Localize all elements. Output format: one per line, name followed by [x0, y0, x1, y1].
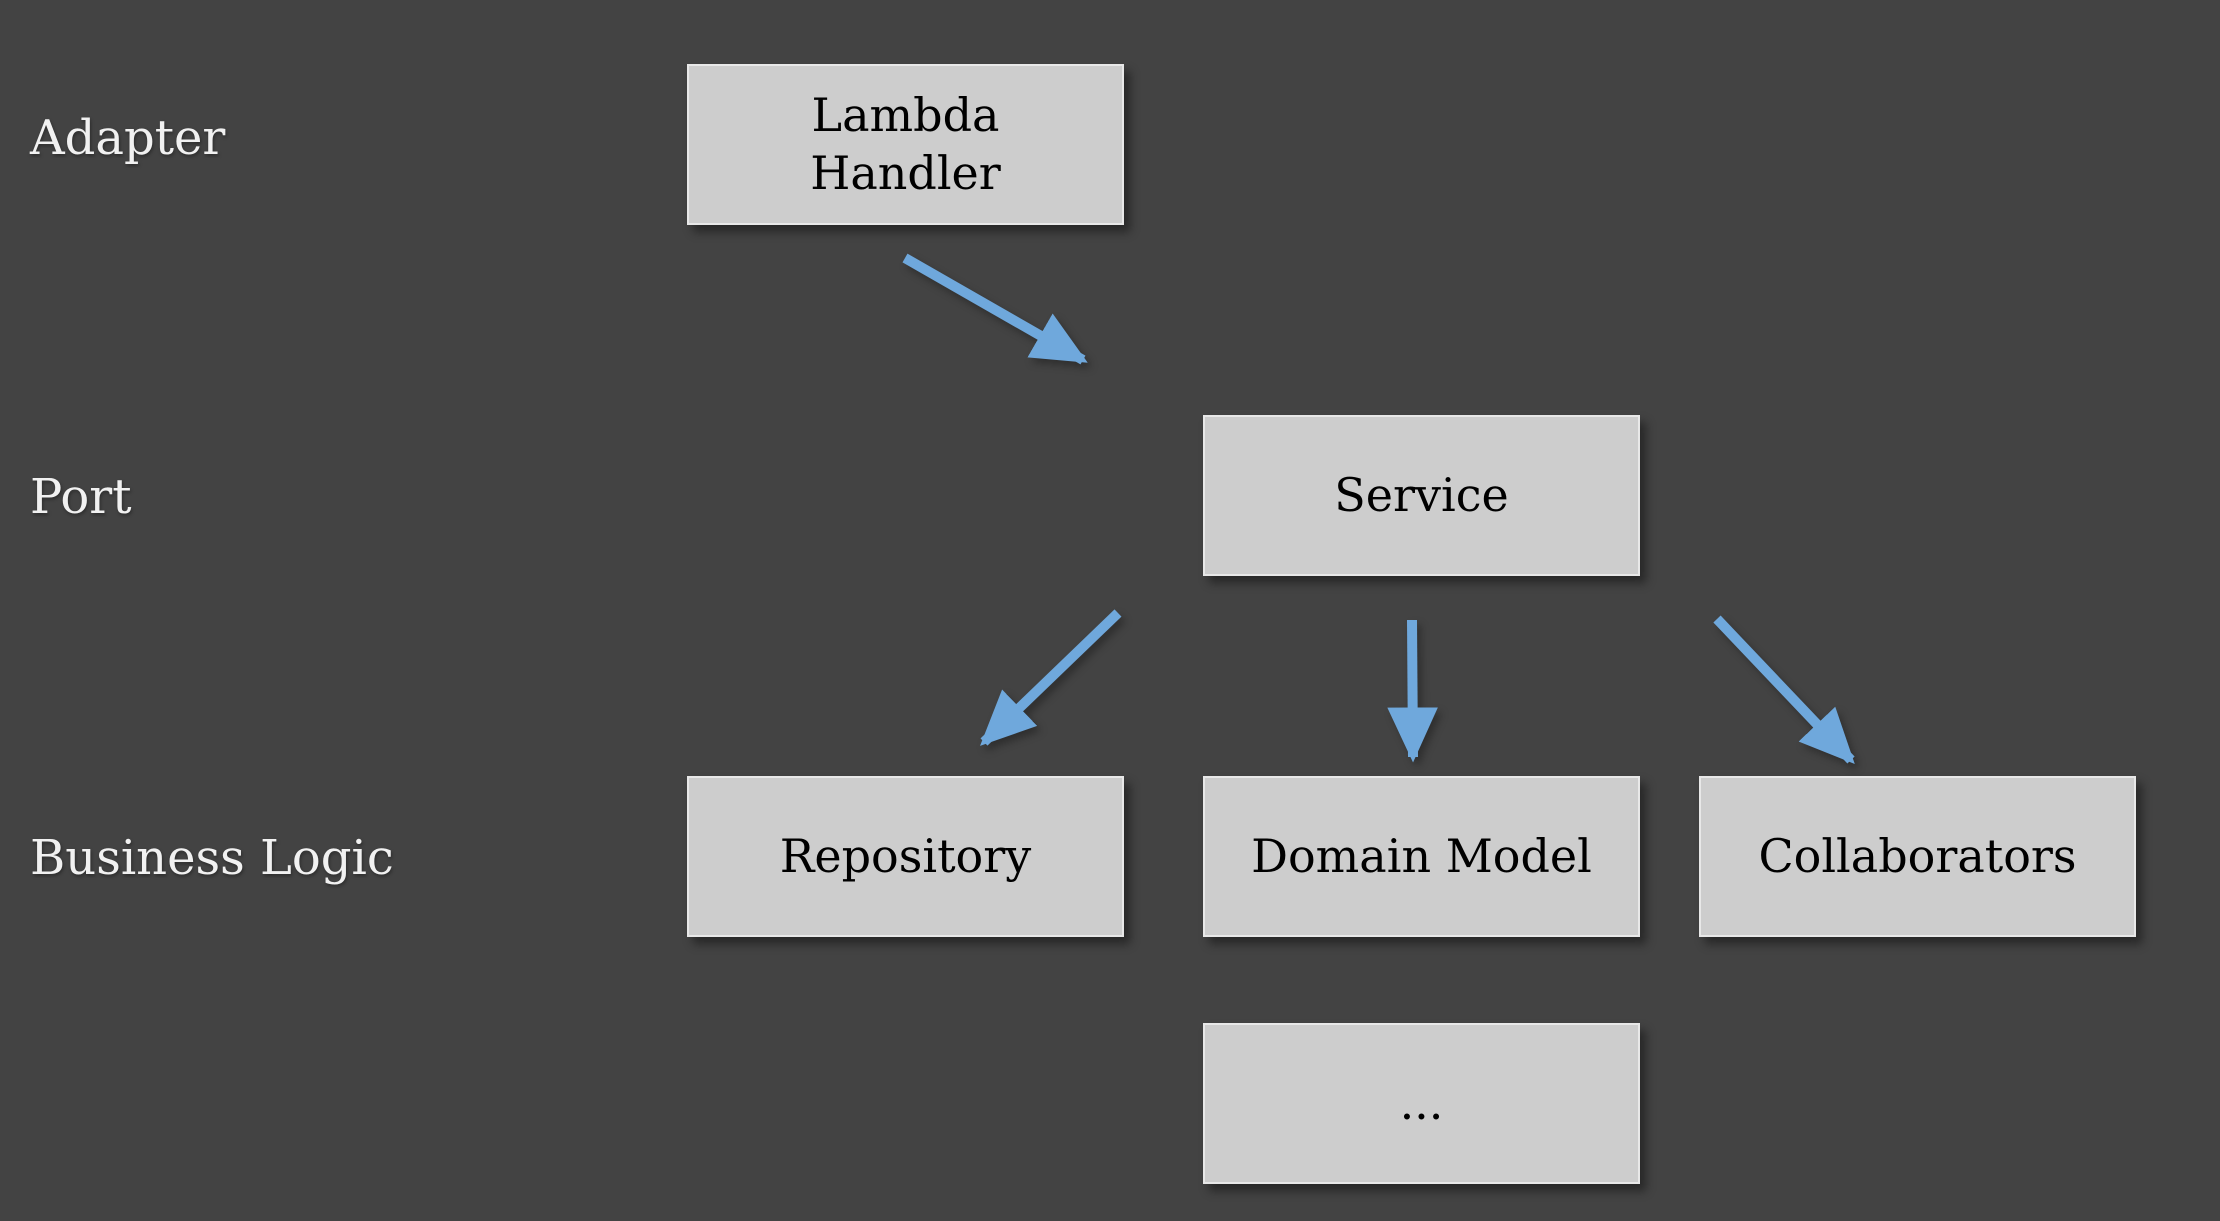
arrow-lambda-handler-to-service: [902, 253, 1088, 365]
node-repository: Repository: [687, 776, 1124, 937]
arrow-service-to-repository: [980, 609, 1122, 746]
arrow-service-to-collaborators: [1713, 615, 1855, 764]
node-collaborators-label: Collaborators: [1758, 828, 2077, 883]
node-ellipsis-label: ...: [1399, 1075, 1444, 1130]
row-label-adapter: Adapter: [30, 110, 226, 166]
node-lambda-handler: Lambda Handler: [687, 64, 1124, 225]
row-label-business-logic: Business Logic: [30, 830, 394, 886]
node-lambda-handler-label: Lambda Handler: [810, 88, 1001, 200]
node-service-label: Service: [1334, 467, 1509, 522]
node-domain-model: Domain Model: [1203, 776, 1640, 937]
node-ellipsis: ...: [1203, 1023, 1640, 1184]
node-domain-model-label: Domain Model: [1251, 828, 1592, 883]
arrow-service-to-domain-model: [1387, 619, 1438, 763]
row-label-port: Port: [30, 469, 132, 525]
node-service: Service: [1203, 415, 1640, 576]
node-repository-label: Repository: [779, 828, 1032, 883]
node-collaborators: Collaborators: [1699, 776, 2136, 937]
